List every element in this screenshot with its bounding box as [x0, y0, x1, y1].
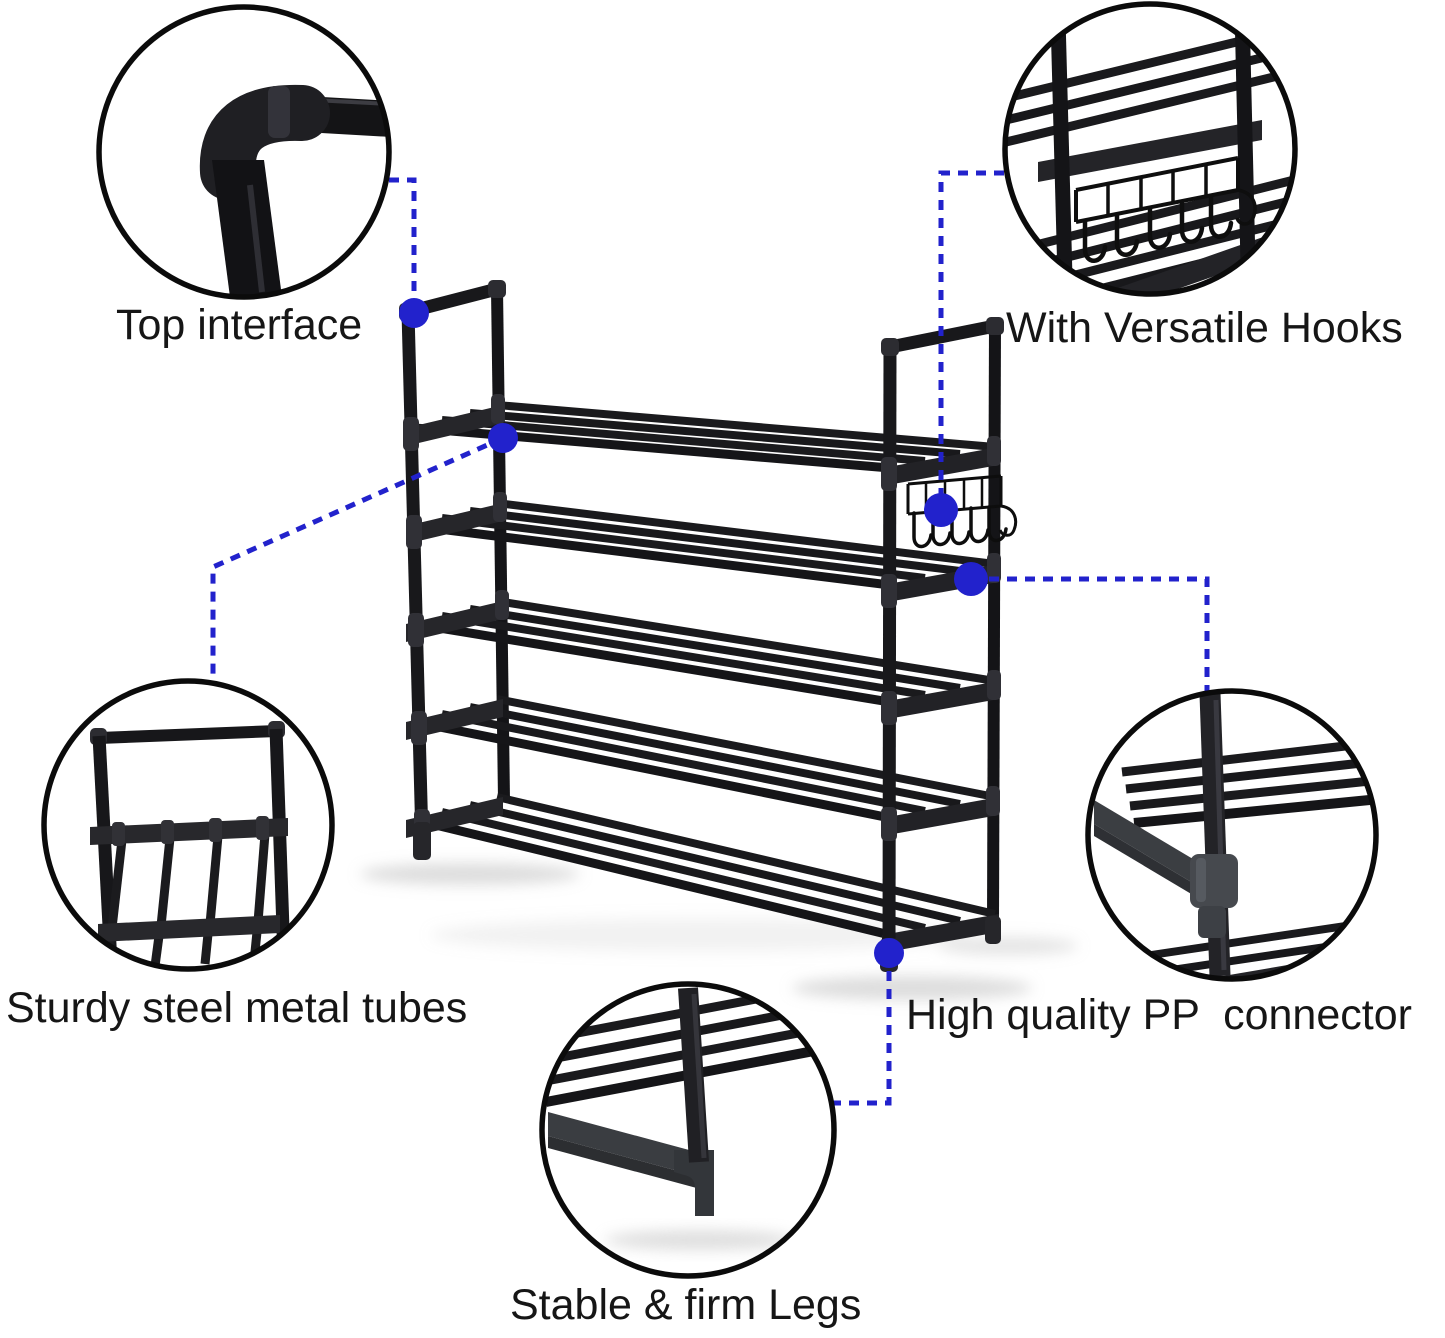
shelf-side-rail	[882, 681, 999, 720]
shelf-tube	[414, 717, 891, 823]
shelf-tube	[441, 808, 926, 932]
shelf-side-rail	[882, 797, 999, 836]
pp-connector-detail	[1094, 693, 1374, 977]
circle-outline	[41, 678, 335, 972]
shelf-tube	[496, 401, 996, 451]
top-handles	[399, 280, 1004, 356]
shelf-tier-4	[406, 695, 999, 836]
shelf-tube	[441, 612, 926, 699]
shelf-tier-2	[406, 499, 999, 603]
shelf-side-rail	[406, 601, 503, 642]
callout-connectors	[210, 170, 1210, 1106]
shelf-tube	[414, 619, 891, 707]
shelf-tube	[441, 710, 926, 815]
handle-elbow	[488, 280, 506, 298]
caption-steel-tubes: Sturdy steel metal tubes	[6, 984, 468, 1032]
back-right-post	[987, 325, 1001, 923]
connector-line-versatile-hooks	[938, 170, 1004, 510]
hanging-hook	[950, 508, 971, 546]
elbow-joint-detail	[199, 84, 387, 295]
front-right-post	[882, 346, 897, 949]
callout-circle-pp-connector	[1085, 688, 1379, 982]
shelf-tube	[469, 703, 961, 808]
hanging-hook	[987, 505, 1008, 543]
circle-outline	[96, 4, 392, 300]
hanging-hook	[1082, 218, 1108, 263]
circle-outline	[1002, 1, 1298, 297]
hanging-hook	[1147, 205, 1173, 250]
shelf-tube	[469, 801, 961, 925]
frame-tubes-detail	[90, 721, 291, 967]
caption-pp-connector: High quality PP connector	[906, 991, 1412, 1039]
shelf-tube	[496, 597, 996, 685]
right-handle-bar	[883, 319, 1002, 354]
front-left-post	[401, 311, 429, 841]
callout-circle-versatile-hooks	[1002, 1, 1298, 297]
shelf-tube	[413, 815, 892, 940]
hanging-hook	[1179, 199, 1205, 244]
callout-markers	[399, 298, 988, 968]
shelf-tube	[414, 521, 891, 590]
marker-dot-top-interface	[399, 298, 429, 328]
handle-elbow	[986, 317, 1004, 335]
connector-line-steel-tubes	[210, 435, 505, 681]
shelf-tier-1	[406, 401, 999, 486]
shelf-tube	[441, 416, 926, 465]
hanging-hook	[1114, 212, 1140, 257]
shelf-tube	[469, 409, 961, 458]
hanging-hook	[969, 506, 990, 544]
side-hook	[998, 504, 1018, 537]
callout-circle-firm-legs	[539, 981, 837, 1279]
shelf-tube	[469, 605, 961, 692]
shelf-side-rail	[406, 699, 503, 740]
callout-circle-top-interface	[96, 4, 392, 300]
connector-line-firm-legs	[833, 953, 892, 1106]
marker-dot-firm-legs	[874, 938, 904, 968]
shelf-tube	[496, 695, 996, 801]
shelf-side-rail	[882, 447, 999, 486]
caption-firm-legs: Stable & firm Legs	[510, 1281, 862, 1329]
shelf-side-rail	[406, 405, 503, 446]
shelf-tube	[496, 793, 996, 918]
shelf-tube	[496, 499, 996, 568]
hanging-hook	[1208, 194, 1234, 239]
shelf-tier-3	[406, 597, 999, 720]
pp-connectors	[403, 394, 1001, 843]
connector-line-pp-connector	[971, 576, 1210, 691]
hanging-hook	[912, 511, 933, 549]
circle-outline	[539, 981, 837, 1279]
shelf-tube	[441, 514, 926, 582]
handle-elbow	[881, 338, 899, 356]
marker-dot-versatile-hooks	[924, 493, 958, 527]
caption-versatile-hooks: With Versatile Hooks	[1006, 304, 1403, 352]
callout-circle-steel-tubes	[41, 678, 335, 972]
rack-shadow	[360, 863, 1078, 1000]
marker-dot-steel-tubes	[488, 423, 518, 453]
shoe-rack-illustration	[360, 280, 1078, 1000]
marker-dot-pp-connector	[954, 562, 988, 596]
shelf-side-rail	[406, 503, 503, 544]
shelf-side-rail	[882, 914, 999, 953]
side-hook	[1235, 188, 1257, 226]
circle-outline	[1085, 688, 1379, 982]
caption-top-interface: Top interface	[116, 301, 363, 349]
hanging-hook	[931, 509, 952, 547]
shelf-tube	[469, 507, 961, 575]
connector-line-top-interface	[389, 177, 417, 313]
